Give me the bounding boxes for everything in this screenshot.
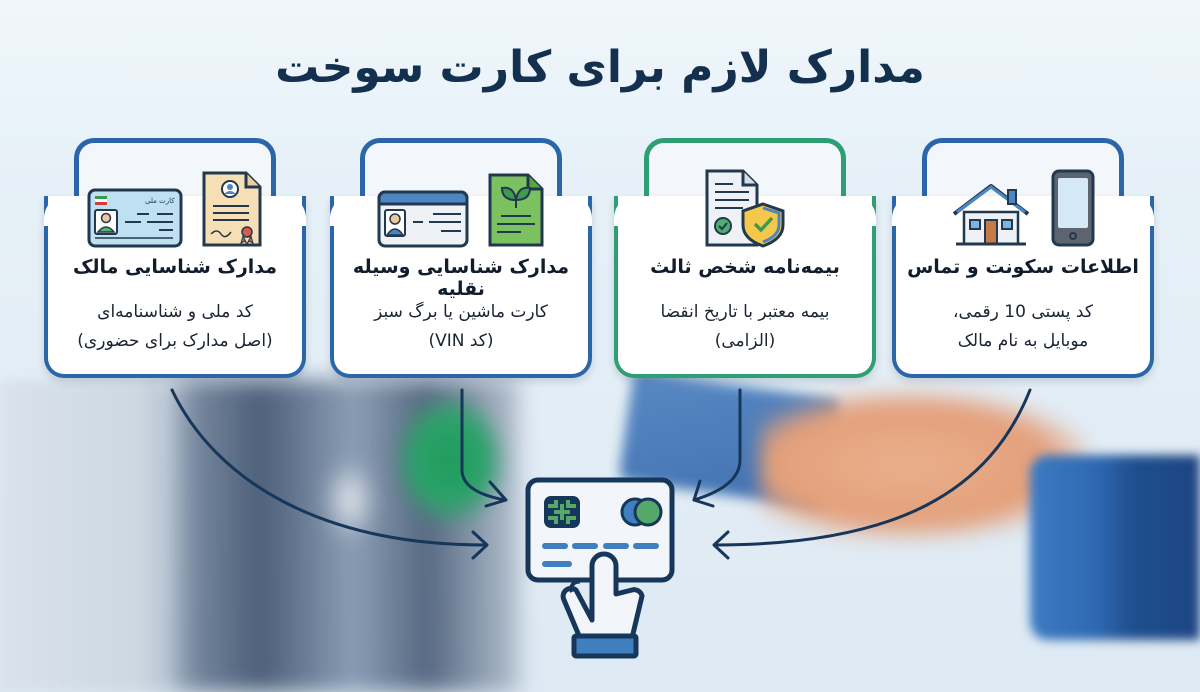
- card-description-line: (اصل مدارک برای حضوری): [77, 331, 273, 351]
- card-description-line: کارت ماشین یا برگ سبز: [374, 302, 548, 322]
- card-vehicle-identity: مدارک شناسایی وسیله نقلیه کارت ماشین یا …: [330, 138, 592, 378]
- national-id-card-icon: کارت ملی: [87, 188, 183, 248]
- arrowhead-icon: [692, 479, 715, 508]
- card-description-line: (الزامی): [714, 331, 776, 351]
- card-description: بیمه معتبر با تاریخ انقضا (الزامی): [614, 298, 876, 356]
- arrowhead-icon: [712, 530, 730, 560]
- card-icons: [892, 158, 1154, 248]
- arrow-from-owner: [170, 388, 487, 547]
- arrow-from-insurance: [692, 388, 742, 502]
- card-description: کد ملی و شناسنامه‌ای (اصل مدارک برای حضو…: [44, 298, 306, 356]
- card-heading: مدارک شناسایی وسیله نقلیه: [352, 256, 570, 300]
- card-icons: [614, 158, 876, 248]
- card-description-line: کد پستی 10 رقمی،: [953, 302, 1093, 322]
- card-icons: کارت ملی: [44, 158, 306, 248]
- card-owner-identity: کارت ملی مدارک شناسایی مالک کد ملی و شنا…: [44, 138, 306, 378]
- arrow-from-vehicle: [460, 388, 507, 502]
- background-sleeve: [1030, 455, 1200, 640]
- card-description-line: (کد VIN): [428, 331, 494, 351]
- card-description: کد پستی 10 رقمی، موبایل به نام مالک: [892, 298, 1154, 356]
- card-description-line: بیمه معتبر با تاریخ انقضا: [660, 302, 830, 322]
- card-description-line: کد ملی و شناسنامه‌ای: [97, 302, 253, 322]
- card-description: کارت ماشین یا برگ سبز (کد VIN): [330, 298, 592, 356]
- background-wall: [0, 380, 160, 692]
- insurance-document-shield-icon: [705, 169, 785, 248]
- svg-text:کارت ملی: کارت ملی: [145, 197, 175, 205]
- vehicle-card-icon: [377, 190, 469, 248]
- arrow-from-residence: [713, 388, 1032, 547]
- house-icon: [952, 184, 1030, 246]
- card-icons: [330, 158, 592, 248]
- hand-holding-fuel-card-icon: [525, 477, 675, 659]
- card-third-party-insurance: بیمه‌نامه شخص ثالث بیمه معتبر با تاریخ ا…: [614, 138, 876, 378]
- mobile-phone-icon: [1051, 169, 1095, 247]
- arrowhead-icon: [471, 530, 489, 560]
- background-haze: [0, 0, 1200, 140]
- green-document-icon: [488, 173, 544, 247]
- card-heading: بیمه‌نامه شخص ثالث: [650, 256, 840, 278]
- card-heading: اطلاعات سکونت و تماس: [907, 256, 1139, 278]
- card-residence-contact: اطلاعات سکونت و تماس کد پستی 10 رقمی، مو…: [892, 138, 1154, 378]
- background-fuel-nozzle: [395, 395, 505, 525]
- card-description-line: موبایل به نام مالک: [957, 331, 1089, 351]
- page-title: مدارک لازم برای کارت سوخت: [275, 42, 925, 93]
- birth-certificate-icon: [202, 171, 262, 247]
- arrowhead-icon: [484, 480, 508, 508]
- card-heading: مدارک شناسایی مالک: [72, 256, 278, 278]
- card-frame-body: [892, 196, 1154, 378]
